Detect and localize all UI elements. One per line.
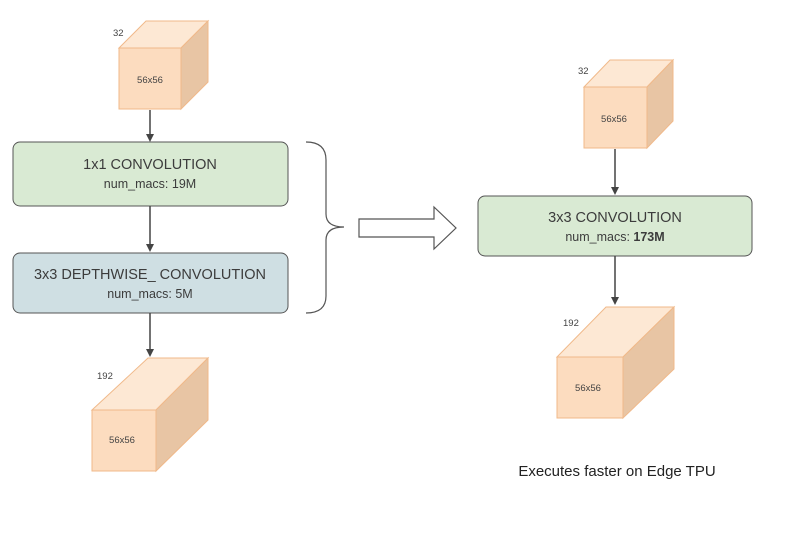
cube-front-face <box>118 47 182 110</box>
tensor-channels-label: 192 <box>563 318 579 329</box>
depthwise-conv-box <box>12 252 289 314</box>
tensor-channels-label: 192 <box>97 371 113 382</box>
tensor-size-label: 56x56 <box>109 435 135 446</box>
conv-3x3-box <box>477 195 753 257</box>
cube-front-face <box>583 86 648 149</box>
conv-3x3-macs: num_macs: 173M <box>565 230 664 244</box>
conv-3x3-node: 3x3 CONVOLUTION num_macs: 173M <box>477 195 753 257</box>
conv-3x3-macs-value: 173M <box>633 230 664 244</box>
left-output-tensor: 192 56x56 <box>90 356 210 473</box>
cube-front-face <box>91 409 157 472</box>
tensor-size-label: 56x56 <box>137 75 163 86</box>
depthwise-conv-title: 3x3 DEPTHWISE_ CONVOLUTION <box>34 267 266 283</box>
conv-1x1-node: 1x1 CONVOLUTION num_macs: 19M <box>12 141 289 207</box>
conv-1x1-macs: num_macs: 19M <box>104 177 196 191</box>
cube-front-face <box>556 356 624 419</box>
grouping-brace <box>305 141 345 314</box>
depthwise-conv-node: 3x3 DEPTHWISE_ CONVOLUTION num_macs: 5M <box>12 252 289 314</box>
depthwise-conv-macs: num_macs: 5M <box>107 287 192 301</box>
conv-1x1-box <box>12 141 289 207</box>
right-input-tensor: 32 56x56 <box>578 58 675 150</box>
conv-3x3-title: 3x3 CONVOLUTION <box>548 210 682 226</box>
tensor-channels-label: 32 <box>113 28 124 39</box>
left-input-tensor: 32 56x56 <box>113 19 210 111</box>
transform-arrow <box>358 205 457 251</box>
tensor-size-label: 56x56 <box>575 383 601 394</box>
tensor-size-label: 56x56 <box>601 114 627 125</box>
tensor-channels-label: 32 <box>578 66 589 77</box>
conv-3x3-macs-prefix: num_macs: <box>565 230 633 244</box>
conv-1x1-title: 1x1 CONVOLUTION <box>83 157 217 173</box>
right-output-tensor: 192 56x56 <box>555 305 676 420</box>
caption: Executes faster on Edge TPU <box>518 463 715 480</box>
